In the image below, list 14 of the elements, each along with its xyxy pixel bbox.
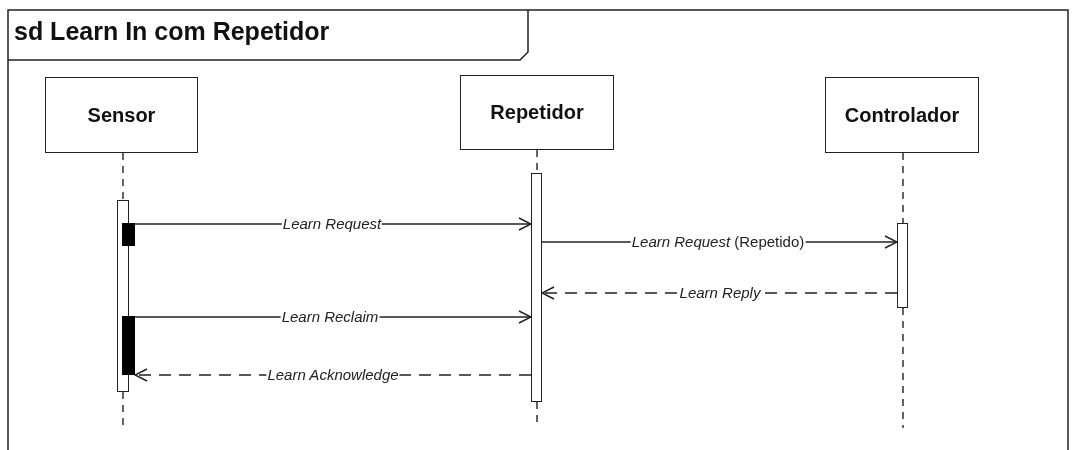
lifeline-head	[45, 77, 198, 153]
lifeline-head	[825, 77, 979, 153]
lifeline-name: Sensor	[87, 103, 156, 127]
activation-bar	[531, 173, 542, 402]
lifeline-name: Repetidor	[490, 101, 584, 124]
lifeline-name: Controlador	[844, 103, 960, 127]
execution-bar	[122, 223, 135, 246]
diagram-title: sd Learn In com Repetidor	[14, 17, 330, 46]
lifeline	[902, 307, 904, 429]
lifeline	[122, 152, 124, 201]
lifeline-head	[460, 75, 614, 150]
lifeline	[902, 152, 904, 224]
activation-bar	[897, 223, 908, 308]
execution-bar	[122, 316, 135, 375]
